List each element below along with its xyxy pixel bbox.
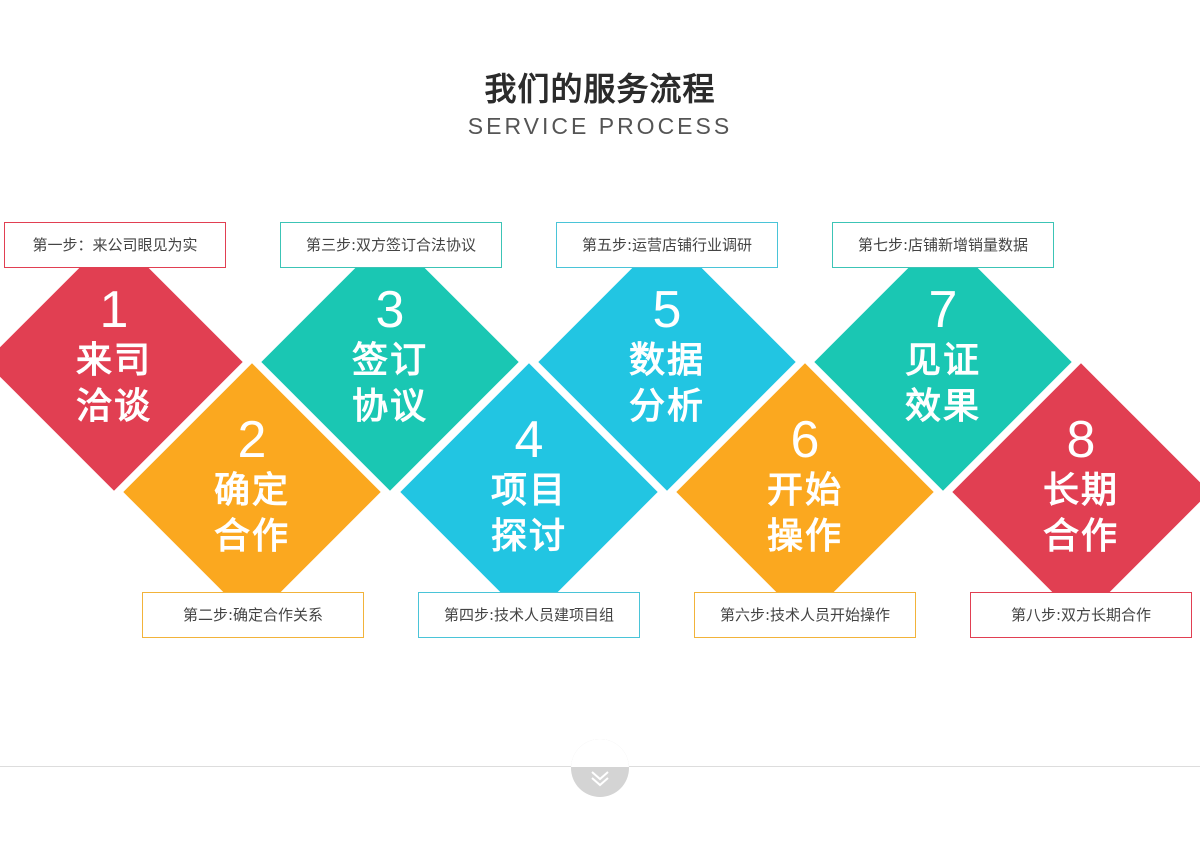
step-number: 3	[375, 281, 405, 339]
step-6-caption: 第六步:技术人员开始操作	[694, 592, 916, 638]
step-title-line2: 操作	[766, 516, 843, 557]
step-title-line2: 分析	[628, 386, 705, 427]
step-title-line2: 洽谈	[75, 386, 152, 427]
step-title-line1: 来司	[75, 340, 152, 381]
step-title-line1: 长期	[1042, 470, 1119, 511]
step-5-caption: 第五步:运营店铺行业调研	[556, 222, 778, 268]
step-number: 2	[237, 411, 267, 469]
scroll-button-mask	[571, 739, 629, 767]
step-2-caption: 第二步:确定合作关系	[142, 592, 364, 638]
step-title-line1: 项目	[490, 470, 567, 511]
step-number: 4	[514, 411, 544, 469]
step-title-line2: 效果	[904, 386, 981, 427]
scroll-down-button[interactable]	[571, 739, 629, 797]
double-chevron-down-icon	[591, 771, 609, 787]
step-number: 1	[99, 281, 129, 339]
step-title-line2: 探讨	[490, 516, 567, 557]
step-7-caption: 第七步:店铺新增销量数据	[832, 222, 1054, 268]
step-title-line1: 见证	[904, 340, 981, 381]
step-number: 6	[790, 411, 820, 469]
step-1-caption: 第一步：来公司眼见为实	[4, 222, 226, 268]
page-subtitle: SERVICE PROCESS	[467, 113, 733, 139]
step-title-line1: 开始	[766, 470, 843, 511]
page-title: 我们的服务流程	[484, 70, 716, 108]
step-title-line1: 签订	[351, 340, 428, 381]
step-number: 7	[928, 281, 958, 339]
step-4-caption: 第四步:技术人员建项目组	[418, 592, 640, 638]
step-title-line1: 数据	[628, 340, 705, 381]
step-title-line2: 协议	[351, 386, 428, 427]
step-3-caption: 第三步:双方签订合法协议	[280, 222, 502, 268]
step-title-line2: 合作	[1042, 516, 1119, 557]
step-number: 5	[652, 281, 682, 339]
step-title-line1: 确定	[213, 470, 290, 511]
step-title-line2: 合作	[213, 516, 290, 557]
step-8-caption: 第八步:双方长期合作	[970, 592, 1192, 638]
step-number: 8	[1066, 411, 1096, 469]
